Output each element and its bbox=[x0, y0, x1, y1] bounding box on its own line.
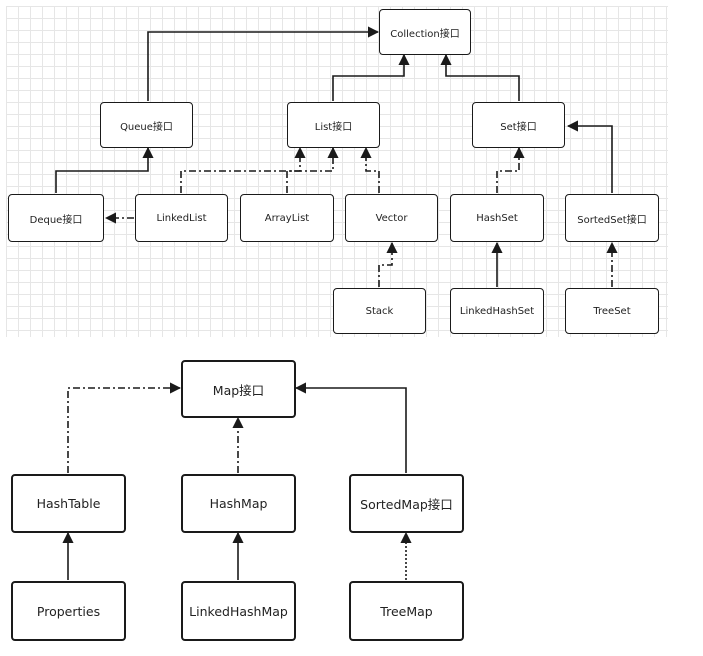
node-collection-interface: Collection接口 bbox=[379, 9, 471, 55]
node-properties: Properties bbox=[11, 581, 126, 641]
edge-sortedmap-map bbox=[294, 382, 407, 473]
node-sortedset-interface: SortedSet接口 bbox=[565, 194, 659, 242]
node-linkedhashset: LinkedHashSet bbox=[450, 288, 544, 334]
node-hashtable: HashTable bbox=[11, 474, 126, 533]
collection-diagram-panel bbox=[6, 6, 668, 337]
edge-queue-collection bbox=[147, 26, 380, 101]
node-treeset: TreeSet bbox=[565, 288, 659, 334]
node-set-interface: Set接口 bbox=[472, 102, 565, 148]
edge-list-collection bbox=[332, 53, 410, 101]
edge-arraylist-list bbox=[286, 146, 339, 193]
edge-stack-vector bbox=[378, 241, 398, 287]
edge-linkedlist-list bbox=[180, 146, 306, 193]
node-linkedlist: LinkedList bbox=[135, 194, 228, 242]
node-treemap: TreeMap bbox=[349, 581, 464, 641]
node-stack: Stack bbox=[333, 288, 426, 334]
node-deque-interface: Deque接口 bbox=[8, 194, 104, 242]
node-list-interface: List接口 bbox=[287, 102, 380, 148]
node-sortedmap-interface: SortedMap接口 bbox=[349, 474, 464, 533]
edge-deque-queue bbox=[55, 146, 154, 193]
edge-set-collection bbox=[440, 53, 520, 101]
edge-sortedset-set bbox=[566, 120, 613, 193]
node-linkedhashmap: LinkedHashMap bbox=[181, 581, 296, 641]
edge-vector-list bbox=[360, 146, 380, 193]
node-hashset: HashSet bbox=[450, 194, 544, 242]
node-queue-interface: Queue接口 bbox=[100, 102, 193, 148]
node-hashmap: HashMap bbox=[181, 474, 296, 533]
edge-hashtable-map bbox=[67, 382, 182, 473]
node-map-interface: Map接口 bbox=[181, 360, 296, 418]
node-vector: Vector bbox=[345, 194, 438, 242]
node-arraylist: ArrayList bbox=[240, 194, 334, 242]
edge-hashset-set bbox=[496, 146, 525, 193]
